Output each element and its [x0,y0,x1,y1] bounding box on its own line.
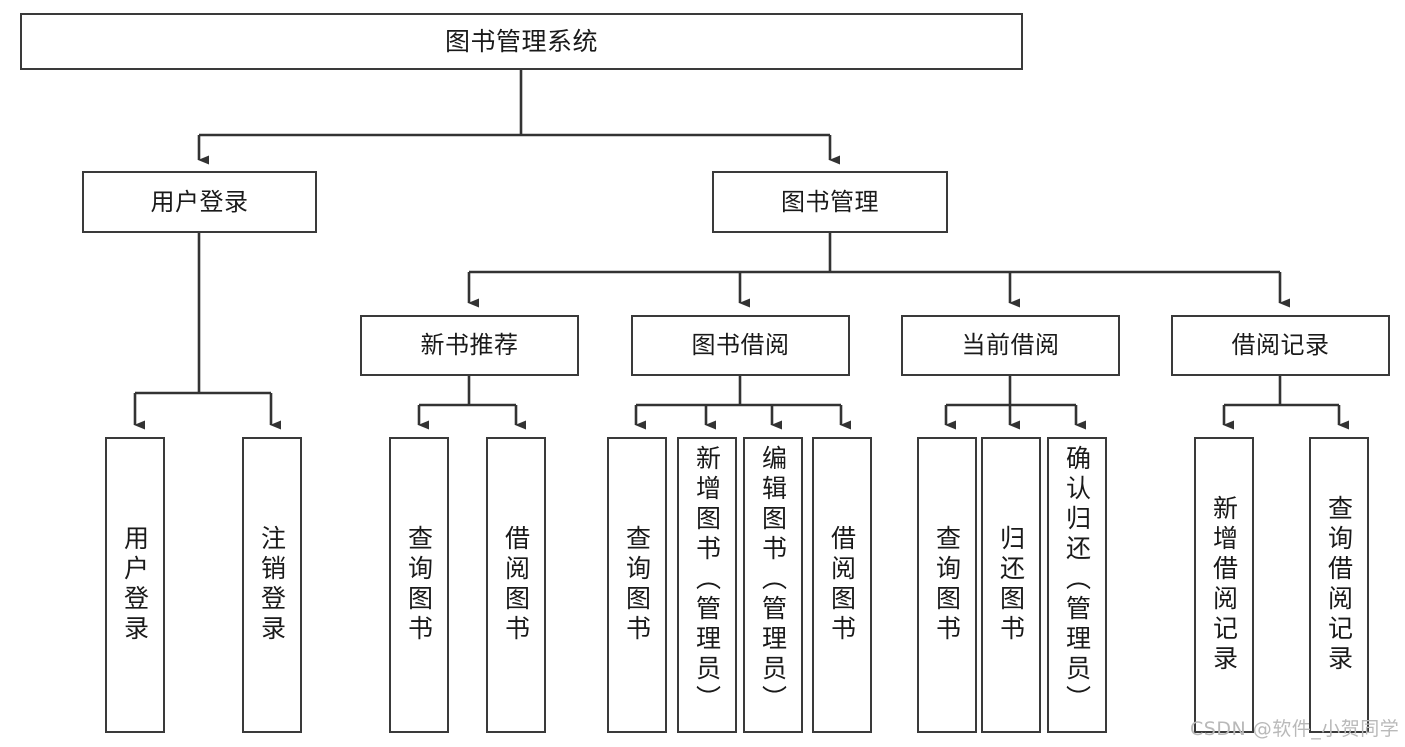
node-current-borrow[interactable]: 当前借阅 [901,315,1120,376]
node-leaf-confirm-return-label: 确认归还（管理员） [1062,445,1092,715]
node-leaf-return-book-label: 归还图书 [996,525,1026,645]
node-leaf-borrow-book-1-label: 借阅图书 [501,525,531,645]
node-leaf-query-book-2[interactable]: 查询图书 [607,437,667,733]
node-book-manage[interactable]: 图书管理 [712,171,948,233]
node-leaf-user-login-label: 用户登录 [120,525,150,645]
node-leaf-query-record[interactable]: 查询借阅记录 [1309,437,1369,733]
node-borrow-record[interactable]: 借阅记录 [1171,315,1390,376]
node-leaf-add-record-label: 新增借阅记录 [1209,495,1239,675]
node-leaf-edit-book[interactable]: 编辑图书（管理员） [743,437,803,733]
node-leaf-add-book[interactable]: 新增图书（管理员） [677,437,737,733]
node-leaf-borrow-book-1[interactable]: 借阅图书 [486,437,546,733]
node-book-manage-label: 图书管理 [781,187,879,216]
node-new-book-recommend-label: 新书推荐 [420,331,519,360]
node-leaf-edit-book-label: 编辑图书（管理员） [758,445,788,715]
node-user-login[interactable]: 用户登录 [82,171,317,233]
node-leaf-query-book-2-label: 查询图书 [622,525,652,645]
node-leaf-borrow-book-2-label: 借阅图书 [827,525,857,645]
node-leaf-logout[interactable]: 注销登录 [242,437,302,733]
node-current-borrow-label: 当前借阅 [961,331,1060,360]
node-user-login-label: 用户登录 [150,187,249,216]
node-root-label: 图书管理系统 [444,26,598,56]
node-leaf-borrow-book-2[interactable]: 借阅图书 [812,437,872,733]
node-leaf-user-login[interactable]: 用户登录 [105,437,165,733]
node-book-borrow[interactable]: 图书借阅 [631,315,850,376]
node-leaf-add-record[interactable]: 新增借阅记录 [1194,437,1254,733]
watermark: CSDN @软件_小贺同学 [1190,718,1400,740]
node-leaf-query-record-label: 查询借阅记录 [1324,495,1354,675]
node-borrow-record-label: 借阅记录 [1231,331,1330,360]
node-leaf-add-book-label: 新增图书（管理员） [692,445,722,715]
node-leaf-query-book-1[interactable]: 查询图书 [389,437,449,733]
node-root[interactable]: 图书管理系统 [20,13,1023,70]
node-new-book-recommend[interactable]: 新书推荐 [360,315,579,376]
node-leaf-confirm-return[interactable]: 确认归还（管理员） [1047,437,1107,733]
node-leaf-query-book-3-label: 查询图书 [932,525,962,645]
node-book-borrow-label: 图书借阅 [691,331,790,360]
node-leaf-query-book-3[interactable]: 查询图书 [917,437,977,733]
node-leaf-query-book-1-label: 查询图书 [404,525,434,645]
node-leaf-logout-label: 注销登录 [257,525,287,645]
node-leaf-return-book[interactable]: 归还图书 [981,437,1041,733]
